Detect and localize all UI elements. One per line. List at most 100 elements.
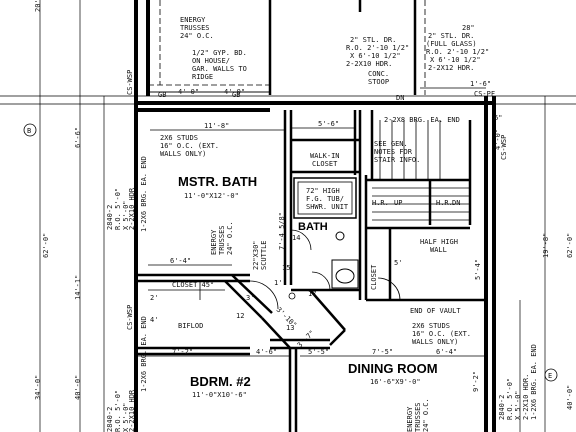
stair-treads [372,120,470,221]
dim-text: 3' [246,294,254,302]
svg-text:R.O. 2'-10 1/2": R.O. 2'-10 1/2" [426,48,489,56]
svg-text:2" STL. DR.: 2" STL. DR. [428,32,474,40]
svg-text:2-2X10 HDR.: 2-2X10 HDR. [522,374,530,420]
note-brg-left-bottom: 1-2X6 BRG. EA. END [140,316,148,392]
svg-text:WALK-IN: WALK-IN [310,152,340,160]
svg-text:WALL: WALL [430,246,447,254]
dim-text: 62'-0" [566,233,574,258]
dim-text: 6'-6" [74,127,82,148]
dim-text: 19'-8" [542,233,550,258]
svg-text:24" O.C.: 24" O.C. [422,398,430,432]
note-studs-top: 2X6 STUDS 16" O.C. (EXT. WALLS ONLY) [160,134,219,158]
dim-text: 28" [462,24,475,32]
dim-text: 11'-8" [204,122,229,130]
svg-text:F.G. TUB/: F.G. TUB/ [306,195,344,203]
svg-text:16" O.C. (EXT.: 16" O.C. (EXT. [412,330,471,338]
dim-text: 12 [236,312,244,320]
note-cs-wsp: CS-WSP [500,135,508,160]
svg-text:22"X30": 22"X30" [252,240,260,270]
svg-text:2840-2: 2840-2 [498,395,506,420]
svg-text:STAIR INFO.: STAIR INFO. [374,156,420,164]
svg-text:(FULL GLASS): (FULL GLASS) [426,40,477,48]
note-cs-wsp: CS-WSP [126,305,134,330]
dim-text: 5' [394,259,402,267]
svg-text:WALLS ONLY): WALLS ONLY) [412,338,458,346]
dim-text: 5'-6" [318,120,339,128]
svg-text:CLOSET: CLOSET [312,160,338,168]
svg-text:WALLS ONLY): WALLS ONLY) [160,150,206,158]
dim-text: 1' [274,279,282,287]
svg-text:2840-2: 2840-2 [106,407,114,432]
dim-text: 14'-1" [74,275,82,300]
dim-text: 4'-0" [178,88,199,96]
svg-text:X 6'-10 1/2": X 6'-10 1/2" [350,52,401,60]
svg-text:72" HIGH: 72" HIGH [306,187,340,195]
dim-text: 6'-4" [170,257,191,265]
svg-text:X 5'-0": X 5'-0" [122,200,130,230]
room-size-bedroom-2: 11'-0"X10'-6" [192,391,247,399]
dim-text: 5'-5" [308,348,329,356]
grid-marker-label: B [27,127,31,135]
room-name-bedroom-2: BDRM. #2 [190,374,251,389]
note-header-left-bottom: 2840-2 R.O. 5'-0" X 5'-0" 2-2X10 HDR [106,389,136,432]
svg-text:2840-2: 2840-2 [106,205,114,230]
note-cs-wsp: CS-WSP [126,70,134,95]
note-up: UP [394,199,402,207]
note-gb: GB [158,91,166,99]
dim-text: 15 [282,264,290,272]
note-hr: H.R. [372,199,389,207]
note-studs-bottom: 2X6 STUDS 16" O.C. (EXT. WALLS ONLY) [412,322,471,346]
note-end-of-vault: END OF VAULT [410,307,461,315]
dim-text: 5'-4" [474,259,482,280]
note-tub: 72" HIGH F.G. TUB/ SHWR. UNIT [306,187,349,211]
room-name-master-bath: MSTR. BATH [178,174,257,189]
dim-text: 14 [292,234,300,242]
dim-text: 40'-0" [74,375,82,400]
note-closet-side: CLOSET [370,264,378,290]
note-half-wall: HALF HIGH WALL [420,238,458,254]
svg-text:RIDGE: RIDGE [192,73,213,81]
dim-text: 9'-2" [472,371,480,392]
interior-walls [136,110,486,432]
svg-text:TRUSSES: TRUSSES [180,24,210,32]
dim-text: 13 [286,324,294,332]
svg-text:STOOP: STOOP [368,78,389,86]
note-bifold: BIFLOD [178,322,203,330]
dim-text: 2' [150,294,158,302]
dim-text: 20' [34,0,42,12]
svg-text:TRUSSES: TRUSSES [414,402,422,432]
room-name-bath: BATH [298,221,328,233]
dim-text: 4'-0" [224,88,245,96]
svg-text:R.O. 5'-0": R.O. 5'-0" [114,188,122,230]
dim-text: 62'-0" [42,233,50,258]
svg-text:2X6 STUDS: 2X6 STUDS [412,322,450,330]
dim-text: 7'-2" [172,348,193,356]
note-walk-in-closet: WALK-IN CLOSET [310,152,340,168]
note-steel-door-right: 2" STL. DR. (FULL GLASS) R.O. 2'-10 1/2"… [426,32,489,72]
svg-text:TRUSSES: TRUSSES [218,225,226,255]
note-gb: GB [232,91,240,99]
fixtures [288,231,359,300]
svg-text:1/2" GYP. BD.: 1/2" GYP. BD. [192,49,247,57]
grid-marker-label: E [548,372,552,380]
dim-text: 7'-4 5/8" [278,212,286,250]
dim-text: 34'-0" [34,375,42,400]
svg-text:R.O. 5'-0": R.O. 5'-0" [114,390,122,432]
svg-text:GAR. WALLS TO: GAR. WALLS TO [192,65,247,73]
svg-text:1-2X6 BRG. EA. END: 1-2X6 BRG. EA. END [530,344,538,420]
svg-text:2-2X10 HDR: 2-2X10 HDR [128,187,136,230]
svg-text:X 5'-0": X 5'-0" [514,390,522,420]
svg-text:ON HOUSE/: ON HOUSE/ [192,57,230,65]
note-see-gen: SEE GEN. NOTES FOR STAIR INFO. [374,140,420,164]
svg-text:2" STL. DR.: 2" STL. DR. [350,36,396,44]
note-energy-trusses-bottom: ENERGY TRUSSES 24" O.C. [406,398,430,432]
svg-text:ENERGY: ENERGY [180,16,206,24]
dim-text: 40'-0" [566,385,574,410]
note-closet-45: CLOSET 45° [172,281,214,289]
dim-text: 4'-0" [494,129,502,150]
dim-text: 4' [150,316,158,324]
svg-text:2-2X10 HDR: 2-2X10 HDR [128,389,136,432]
